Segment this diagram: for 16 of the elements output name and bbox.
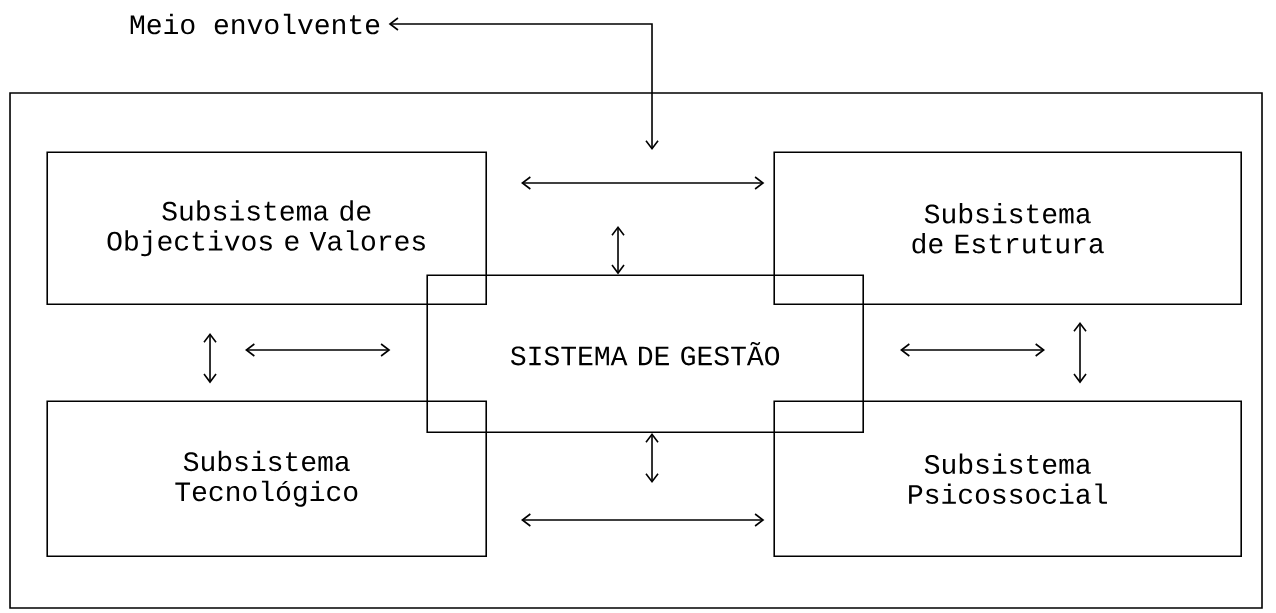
arrow: [521, 513, 765, 527]
frame-box: [9, 92, 1263, 609]
arrow: [245, 343, 391, 357]
arrow: [611, 226, 625, 275]
system-box: SISTEMA DE GESTÃO: [426, 274, 864, 433]
arrow: [521, 176, 765, 190]
label-text: Meio envolvente: [130, 13, 380, 35]
subsystem-box: Subsistema de Estrutura: [773, 151, 1242, 305]
arrow: [645, 433, 659, 483]
arrow: [203, 333, 217, 384]
subsystem-box: Subsistema Tecnológico: [46, 400, 487, 557]
arrow: [388, 17, 659, 150]
subsystem-box: Subsistema de Objectivos e Valores: [46, 151, 487, 305]
arrow: [1073, 322, 1087, 384]
arrow: [900, 343, 1045, 357]
subsystem-box: Subsistema Psicossocial: [773, 400, 1242, 557]
